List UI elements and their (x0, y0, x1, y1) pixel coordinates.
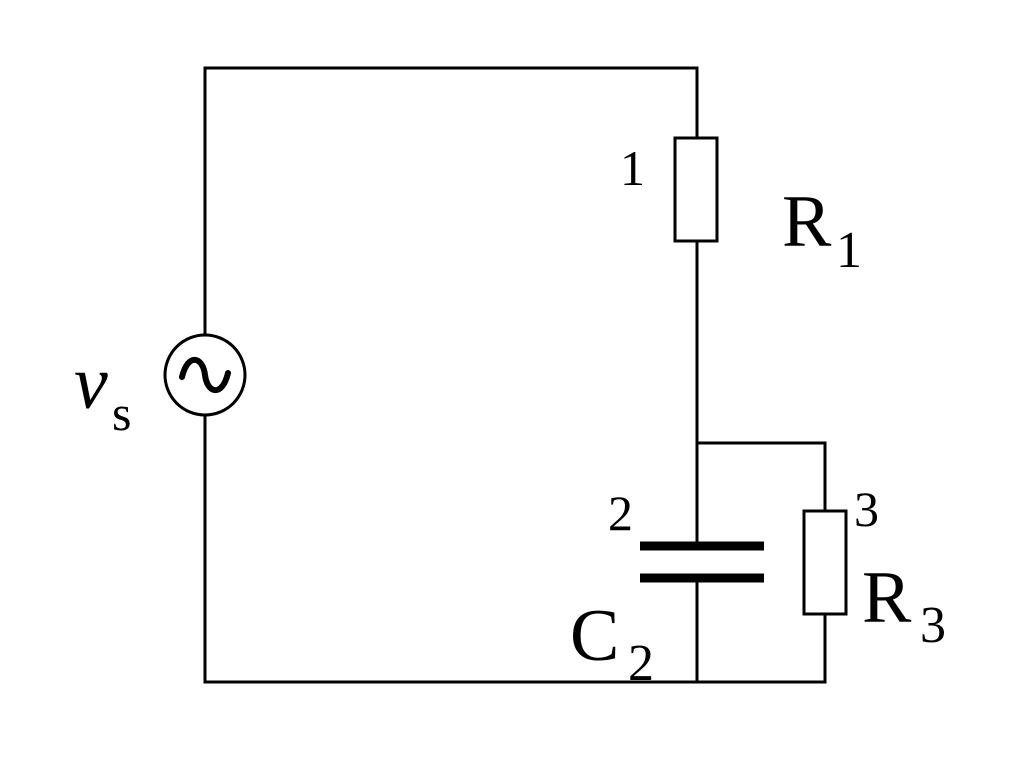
resistor-r1 (673, 136, 719, 243)
ac-source-icon (163, 333, 247, 417)
r1-label: R (782, 181, 832, 263)
r1-label-subscript: 1 (836, 222, 862, 279)
capacitor-c2 (640, 541, 764, 583)
c2-node-number: 2 (608, 485, 633, 541)
r3-label: R (862, 557, 912, 639)
c2-label: C (570, 595, 619, 677)
wires (203, 66, 827, 684)
resistor-r3 (802, 509, 848, 616)
r1-node-number: 1 (620, 140, 645, 196)
r3-label-subscript: 3 (920, 597, 946, 654)
c2-label-subscript: 2 (628, 635, 654, 692)
source-label-subscript: s (112, 385, 131, 441)
ac-source-wave (179, 356, 231, 394)
source-label: v (74, 341, 108, 425)
r3-node-number: 3 (854, 481, 879, 537)
